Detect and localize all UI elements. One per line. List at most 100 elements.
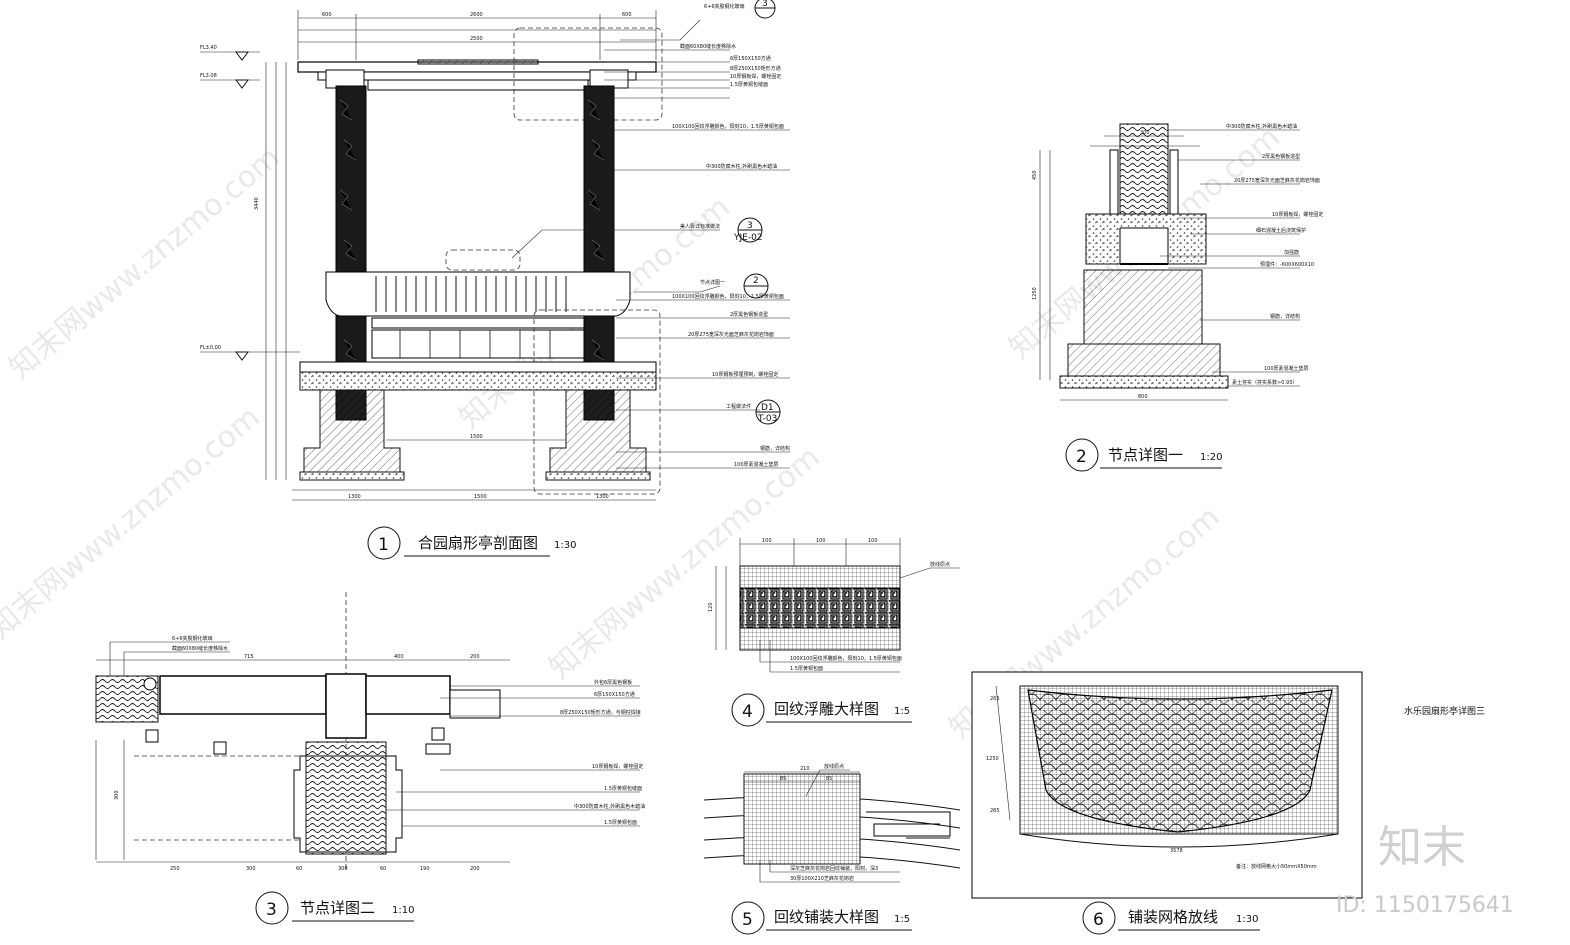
note: 100厚素混凝土垫层 (734, 461, 779, 468)
dim-label: 300 (338, 866, 348, 872)
drawing-3-node-detail-2: 715 400 200 300 250 300 60 300 60 190 20… (95, 592, 645, 872)
title-2: 2 节点详图一 1:20 (1065, 438, 1222, 472)
note: 6厚150X150方通 (730, 55, 771, 62)
dim-label: 210 (800, 766, 810, 772)
bench-back (325, 271, 631, 317)
note: 10厚钢板焊，螺栓固定 (730, 73, 781, 80)
note: 6厚150X150方通 (594, 691, 635, 698)
id-label: ID: 1150175641 (1336, 893, 1514, 918)
level-label: FL3.08 (200, 73, 217, 79)
brand-logo: 知末 (1378, 822, 1466, 873)
svg-text:节点详图二: 节点详图二 (300, 899, 375, 917)
note: 钢筋，详结构 (1270, 313, 1300, 320)
floor-finish (299, 361, 657, 373)
level-label: FL3.40 (200, 45, 217, 51)
notes-drawing-1: 6+6夹胶钢化玻璃 截面60X80缝长度移除水 6厚150X150方通 8厚25… (511, 3, 790, 469)
notes-drawing-2: 中300防腐木柱,外刷黑色木蜡油 2厚黑色钢板造型 20厚275宽深灰光面芝麻灰… (1160, 123, 1323, 387)
dim-label: 400 (394, 654, 404, 660)
note: 6+6夹胶钢化玻璃 (704, 3, 745, 10)
dim-label: 300 (114, 790, 120, 800)
svg-text:D1: D1 (761, 403, 774, 413)
ref-bubble: D1 T-03 (755, 399, 781, 425)
note: 放线原点 (824, 763, 844, 770)
title-5: 5 回纹铺装大样图 1:5 (731, 901, 912, 935)
note: 100X100回纹浮雕颜色，阳刻10，1.5厚黄铜包面 (790, 655, 902, 662)
svg-text:T-03: T-03 (757, 414, 777, 424)
level-label: FL±0.00 (200, 345, 221, 351)
dim-label: 600 (322, 12, 332, 18)
note: 30厚100X210芝麻灰花岗岩 (790, 875, 854, 882)
fret-band (739, 587, 901, 629)
bench-seat (371, 317, 585, 329)
note: 100厚素混凝土垫层 (1264, 365, 1309, 372)
drawing-2-node-detail-1: 300 450 1250 800 中300防腐木柱,外刷黑色木蜡油 2厚黑色钢板… (1032, 123, 1323, 401)
note: 钢筋，详结构 (760, 445, 790, 452)
svg-text:铺装网格放线: 铺装网格放线 (1128, 908, 1218, 926)
note: 预埋件：-600X600X10 (1260, 261, 1314, 268)
dim-label: 715 (244, 654, 254, 660)
note: 6+6夹胶钢化玻璃 (172, 635, 213, 642)
dim-label: 60 (380, 866, 386, 872)
svg-text:4: 4 (742, 702, 753, 722)
dim-label: 1250 (986, 756, 999, 762)
svg-text:3: 3 (747, 221, 753, 231)
dim-label: 250 (170, 866, 180, 872)
dim-label: 2600 (470, 12, 483, 18)
dim-label: 600 (622, 12, 632, 18)
dim-label: 200 (470, 654, 480, 660)
dim-label: 3578 (1170, 848, 1183, 854)
note: 加强筋 (1284, 249, 1299, 256)
dim-label: 100 (868, 538, 878, 544)
svg-text:5: 5 (742, 910, 753, 930)
drawing-4-fret-relief: 100 100 100 120 放线原点 100X100回纹浮雕颜色，阳刻10，… (708, 538, 960, 673)
dim-label: 200 (470, 866, 480, 872)
note: 截面60X80缝长度移除水 (172, 645, 228, 652)
timber-column (305, 741, 387, 855)
note: 1.5厚黄铜包面 (604, 819, 637, 826)
title-6: 6 铺装网格放线 1:30 (1082, 901, 1260, 935)
paving-grid (743, 773, 861, 865)
beam-lower (317, 71, 637, 81)
detail-callout (533, 309, 661, 495)
steel-column (325, 673, 367, 739)
rect-tube-side (365, 675, 451, 715)
dim-label: 100 (816, 538, 826, 544)
drawing-1-section: 600 2600 600 2500 FL3.40 FL3.08 FL±0.00 … (200, 0, 790, 501)
beam-brace (367, 79, 589, 91)
dim-label: 1500 (474, 494, 487, 500)
detail-callout (445, 249, 521, 271)
title-3: 3 节点详图二 1:10 (255, 891, 414, 925)
note: 工程做法件 (726, 403, 751, 410)
note: 外包6厚黑色钢板 (594, 679, 632, 686)
bench-front (371, 329, 585, 359)
dim-label: 265 (990, 696, 1000, 702)
dim-label: 1300 (596, 494, 609, 500)
note: 备注：放线网格大小50mmX50mm (1236, 863, 1317, 870)
drawing-5-fret-paving: 210 85 85 放线原点 深灰芝麻灰花岗岩回纹铺装，阳刻，深3 30厚100… (703, 763, 961, 883)
svg-text:1:5: 1:5 (894, 914, 910, 925)
note: 1.5厚黄铜包缝面 (730, 81, 768, 88)
note: 细石混凝土后浇筑保护 (1256, 227, 1306, 234)
ref-bubble: 2 (743, 273, 769, 299)
note: 8厚250X150矩形方通，与钢柱焊接 (560, 709, 641, 716)
svg-text:节点详图一: 节点详图一 (1108, 446, 1183, 464)
note: 美人靠详标准做法 (680, 223, 720, 230)
footing (1083, 269, 1203, 345)
dim-label: 85 (826, 776, 832, 782)
svg-text:合园扇形亭剖面图: 合园扇形亭剖面图 (418, 534, 538, 552)
note: 中300防腐木柱,外刷黑色木蜡油 (706, 163, 777, 170)
drawing-6-paving-grid: 3578 265 1250 265 备注：放线网格大小50mmX50mm (971, 671, 1363, 899)
dim-label: 1300 (348, 494, 361, 500)
dim-label: 190 (420, 866, 430, 872)
svg-text:回纹铺装大样图: 回纹铺装大样图 (774, 908, 879, 926)
footing-right (549, 389, 647, 473)
svg-text:1:30: 1:30 (554, 540, 576, 551)
watermark-text: 知末网www.znzmo.com (0, 400, 267, 646)
fret-paving-line (866, 811, 951, 837)
dim-label: 85 (780, 776, 786, 782)
title-4: 4 回纹浮雕大样图 1:5 (731, 693, 912, 727)
dim-label: 120 (708, 602, 714, 612)
note: 中300防腐木柱,外刷黑色木蜡油 (574, 803, 645, 810)
fan-paving (1027, 689, 1333, 833)
